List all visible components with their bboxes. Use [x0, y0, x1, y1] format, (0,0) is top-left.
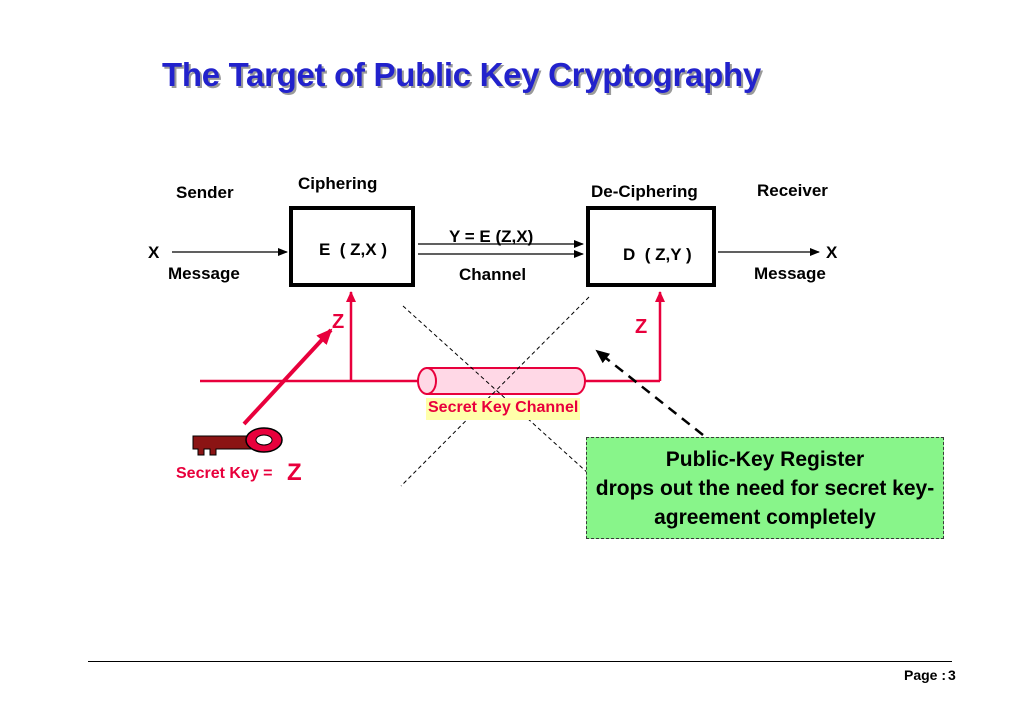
- secret-key-z: Z: [287, 459, 302, 486]
- deciphering-label: De-Ciphering: [591, 182, 698, 201]
- ciphertext-label: Y = E (Z,X): [449, 227, 534, 246]
- key-arrow: [242, 328, 333, 426]
- page-number: 3: [948, 667, 956, 683]
- secret-key-label: Secret Key =: [176, 465, 273, 482]
- receiver-label: Receiver: [757, 181, 828, 200]
- sender-label: Sender: [176, 183, 234, 202]
- z-key-right: Z: [635, 316, 648, 338]
- secret-key-channel-cylinder: [417, 367, 586, 395]
- note-line-1: Public-Key Register: [665, 447, 865, 471]
- ciphering-label: Ciphering: [298, 174, 378, 193]
- key-icon: [192, 427, 283, 456]
- z-key-left: Z: [332, 311, 345, 333]
- encrypt-function: E ( Z,X ): [319, 240, 387, 259]
- message-output-label: Message: [754, 264, 826, 283]
- decrypt-box: [586, 206, 716, 287]
- page-title: The Target of Public Key Cryptography: [162, 56, 761, 93]
- x-output-label: X: [826, 243, 838, 262]
- message-input-label: Message: [168, 264, 240, 283]
- secret-key-channel-label: Secret Key Channel: [426, 398, 581, 420]
- cross-out-line-2: [400, 296, 590, 487]
- note-line-3: agreement completely: [654, 505, 876, 529]
- footer-divider: [88, 661, 952, 662]
- page-label: Page :: [904, 667, 947, 683]
- note-line-2: drops out the need for secret key-: [595, 476, 935, 500]
- encrypt-box: [289, 206, 415, 287]
- public-key-register-note: Public-Key Register drops out the need f…: [586, 437, 944, 539]
- decrypt-function: D ( Z,Y ): [623, 245, 692, 264]
- channel-label: Channel: [459, 265, 527, 284]
- x-input-label: X: [148, 243, 160, 262]
- register-arrow: [595, 349, 704, 436]
